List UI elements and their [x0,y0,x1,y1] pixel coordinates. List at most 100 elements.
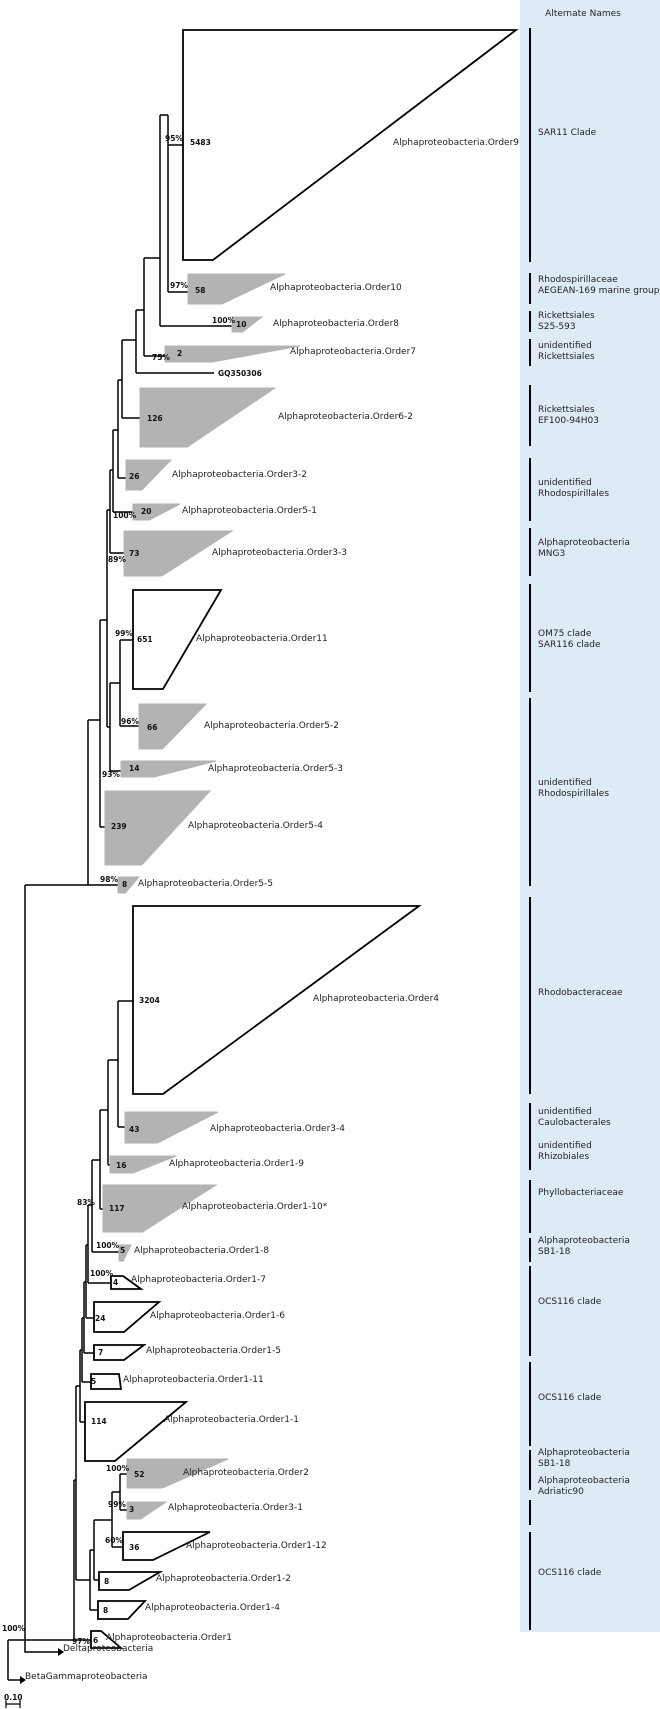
alternate-name-text: Alphaproteobacteria [538,538,630,548]
clade-wedge [126,1501,168,1520]
bootstrap-value: 100% [106,1464,130,1473]
alternate-name-text: Phyllobacteriaceae [538,1188,624,1198]
alternate-name-text: S25-593 [538,322,576,332]
clade-wedge [164,345,301,363]
outgroup-arrow [58,1648,64,1656]
clade-count: 114 [91,1417,107,1426]
clade-wedge [120,760,217,778]
clade-wedge [123,530,234,577]
clade-label: Alphaproteobacteria.Order5-5 [138,879,273,889]
bootstrap-value: 95% [165,134,183,143]
alternate-name-text: Rickettsiales [538,311,595,321]
bootstrap-value: 100% [96,1241,120,1250]
bootstrap-value: 100% [113,511,137,520]
alternate-name-text: Rhizobiales [538,1152,589,1162]
clade-count: 7 [98,1348,103,1357]
alternate-name-text: SAR116 clade [538,640,601,650]
tree-branches [5,114,232,1708]
clade-wedge [124,1111,219,1144]
clade-count: 26 [129,472,139,481]
clade-count: 24 [95,1314,105,1323]
clade-wedge [104,790,212,866]
alternate-name-text: Rhodospirillales [538,789,609,799]
alternate-name-group: OCS116 clade [529,1532,602,1630]
collapsed-clade: 8 Alphaproteobacteria.Order1-4 [97,1600,280,1620]
alternate-name-text: unidentified [538,478,592,488]
outgroup-label-betagammaproteobacteria: BetaGammaproteobacteria [25,1672,148,1682]
bootstrap-value: 83% [77,1198,95,1207]
alternate-name-text: Caulobacterales [538,1118,611,1128]
bootstrap-value: 89% [108,555,126,564]
alternate-name-group: OCS116 clade [529,1362,602,1446]
clade-count: 5483 [190,138,211,147]
alternate-name-text: unidentified [538,341,592,351]
clade-count: 5 [120,1246,125,1255]
clade-label: Alphaproteobacteria.Order1-5 [146,1346,281,1356]
clade-count: 651 [137,635,153,644]
clade-wedge [126,1458,229,1489]
bootstrap-value: 75% [152,353,170,362]
tree-branch [24,1640,58,1653]
alternate-name-text: Rickettsiales [538,352,595,362]
clade-count: 10 [236,320,246,329]
alternate-name-text: OCS116 clade [538,1568,602,1578]
leaf-label: GQ350306 [218,369,262,378]
clade-count: 8 [103,1606,108,1615]
clade-count: 8 [104,1577,109,1586]
clade-label: Alphaproteobacteria.Order1-7 [131,1275,266,1285]
bootstrap-value: 60% [105,1536,123,1545]
clade-count: 36 [129,1543,139,1552]
clade-count: 2 [177,349,182,358]
clade-wedge [109,1155,177,1174]
clade-label: Alphaproteobacteria.Order1-11 [123,1375,264,1385]
clade-label: Alphaproteobacteria.Order5-1 [182,506,317,516]
clade-wedge [93,1344,147,1361]
outgroup-bootstrap: 100% [2,1624,26,1633]
clade-wedge [90,1630,124,1649]
clade-wedge [125,459,173,491]
clade-wedge [139,387,277,448]
clade-count: 6 [93,1636,98,1645]
clade-label: Alphaproteobacteria.Order5-2 [204,721,339,731]
alternate-name-text: OCS116 clade [538,1297,602,1307]
clade-wedge [110,1275,144,1290]
clade-label: Alphaproteobacteria.Order1-10* [182,1202,328,1212]
alternate-name-text: Alphaproteobacteria [538,1448,630,1458]
alternate-name-text: SB1-18 [538,1247,571,1257]
bootstrap-value: 99% [108,1500,126,1509]
clade-label: Alphaproteobacteria.Order3-4 [210,1124,345,1134]
clade-label: Alphaproteobacteria.Order3-1 [168,1503,303,1513]
scale-bar: 0.10 [4,1693,23,1702]
alternate-name-text: Rhodospirillaceae [538,275,618,285]
scale-bar-label: 0.10 [4,1693,23,1702]
alternate-name-text: SB1-18 [538,1459,571,1469]
clade-label: Alphaproteobacteria.Order1-1 [164,1415,299,1425]
clade-count: 5 [91,1377,96,1386]
alternate-name-text: Alphaproteobacteria [538,1476,630,1486]
bootstrap-value: 100% [212,316,236,325]
clade-label: Alphaproteobacteria.Order9 [393,138,519,148]
bootstrap-value: 100% [90,1269,114,1278]
clade-count: 16 [116,1161,126,1170]
clade-wedge [231,316,264,333]
clade-label: Alphaproteobacteria.Order1-4 [145,1603,280,1613]
alternate-name-group: OCS116 clade [529,1266,602,1356]
